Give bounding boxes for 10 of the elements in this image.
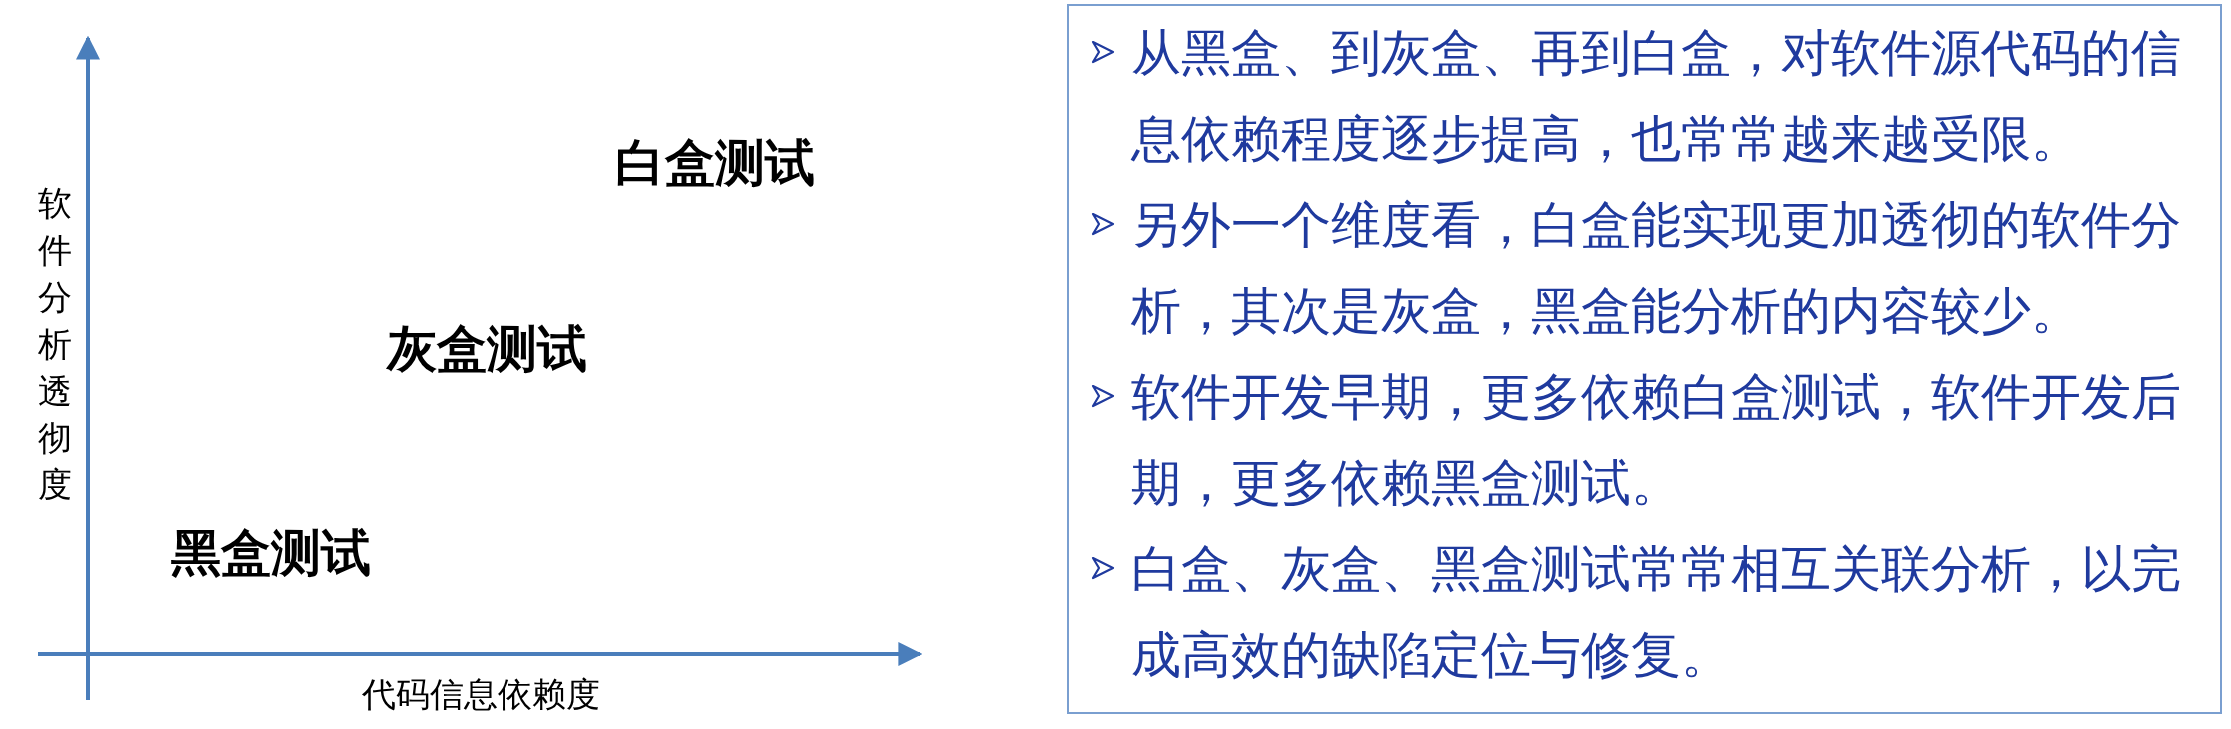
axis-title: 软件分析透彻度 (38, 182, 72, 507)
axis-item-label: 黑盒测试 (171, 523, 371, 584)
bullet-text: 从黑盒、到灰盒、再到白盒，对软件源代码的信息依赖程度逐步提高，也常常越来越受限。 (1131, 23, 2181, 170)
bullet-text: 软件开发早期，更多依赖白盒测试，软件开发后期，更多依赖黑盒测试。 (1131, 367, 2181, 514)
text-panel (1067, 4, 2222, 714)
bullet-text: 另外一个维度看，白盒能实现更加透彻的软件分析，其次是灰盒，黑盒能分析的内容较少。 (1131, 195, 2181, 342)
axis-item-label: 白盒测试 (615, 133, 815, 194)
bullet-text: 白盒、灰盒、黑盒测试常常相互关联分析，以完成高效的缺陷定位与修复。 (1131, 539, 2181, 686)
axis-title: 代码信息依赖度 (362, 673, 600, 716)
axis-item-label: 灰盒测试 (387, 319, 587, 380)
